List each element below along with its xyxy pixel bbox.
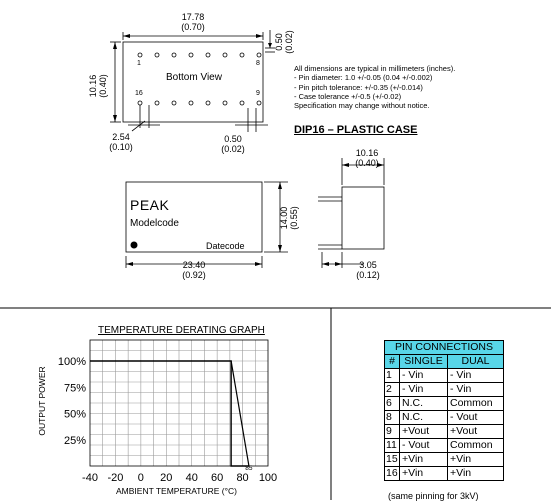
pin-13	[188, 100, 194, 106]
mechanical-drawing	[0, 30, 551, 500]
pin-table-footnote: (same pinning for 3kV)	[388, 491, 479, 501]
table-row: 9 +Vout +Vout	[384, 424, 504, 439]
pin-connections-table: PIN CONNECTIONS # SINGLE DUAL 1 - Vin - …	[384, 340, 504, 481]
pin-header-dual: DUAL	[447, 354, 504, 369]
pin-header-single: SINGLE	[399, 354, 448, 369]
pin-1-marker-dot	[130, 241, 138, 249]
table-row: 2 - Vin - Vin	[384, 382, 504, 397]
pin-width-label: 0.50 (0.02)	[221, 134, 245, 154]
pin-5	[205, 52, 211, 58]
pin-10	[239, 100, 245, 106]
width-dimension-label: 17.78 (0.70)	[181, 12, 205, 32]
x-tick-label: 100	[259, 472, 277, 484]
pin-2	[154, 52, 160, 58]
pitch-dimension-label: 2.54 (0.10)	[109, 132, 133, 152]
pin-label-16: 16	[135, 90, 143, 97]
pin-length-label: 3.05 (0.12)	[356, 260, 380, 280]
marker-label-85: 85	[245, 465, 253, 472]
bottom-view-outline	[122, 41, 264, 123]
pin-label-9: 9	[256, 90, 260, 97]
length-dimension-label: 23.40 (0.92)	[182, 260, 206, 280]
pin-header-num: #	[384, 354, 400, 369]
table-row: 6 N.C. Common	[384, 396, 504, 411]
datecode-label: Datecode	[206, 241, 245, 251]
side-view-outline	[341, 186, 385, 250]
pin-7	[239, 52, 245, 58]
series-line	[90, 360, 249, 467]
brand-logo: PEAK	[130, 197, 170, 213]
x-tick-label: -40	[82, 472, 98, 484]
chart-xlabel: AMBIENT TEMPERATURE (°C)	[116, 486, 237, 496]
x-tick-label: 0	[138, 472, 144, 484]
x-tick-label: 80	[236, 472, 248, 484]
top-view-outline	[125, 181, 263, 253]
model-code-label: Modelcode	[130, 218, 179, 229]
y-tick-label: 75%	[64, 382, 86, 394]
y-tick-label: 100%	[58, 356, 86, 368]
pin-16	[137, 100, 143, 106]
pin-15	[154, 100, 160, 106]
bottom-view-label: Bottom View	[166, 72, 222, 83]
pin-8	[256, 52, 262, 58]
table-row: 1 - Vin - Vin	[384, 368, 504, 383]
spec-notes: All dimensions are typical in millimeter…	[294, 64, 456, 111]
chart-title: TEMPERATURE DERATING GRAPH	[98, 325, 265, 336]
plot-frame	[89, 339, 269, 467]
table-row: 16 +Vin +Vin	[384, 466, 504, 481]
x-tick-label: 60	[211, 472, 223, 484]
x-tick-label: 20	[160, 472, 172, 484]
pin-11	[222, 100, 228, 106]
y-tick-label: 50%	[64, 409, 86, 421]
y-tick-label: 25%	[64, 435, 86, 447]
table-row: 11 - Vout Common	[384, 438, 504, 453]
pin-12	[205, 100, 211, 106]
pin-4	[188, 52, 194, 58]
case-title: DIP16 – PLASTIC CASE	[294, 124, 418, 136]
x-tick-label: -20	[107, 472, 123, 484]
table-row: 15 +Vin +Vin	[384, 452, 504, 467]
pin-label-1: 1	[137, 60, 141, 67]
pin-label-8: 8	[256, 60, 260, 67]
pin-6	[222, 52, 228, 58]
derating-line	[230, 360, 250, 467]
table-row: 8 N.C. - Vout	[384, 410, 504, 425]
pin-table-title: PIN CONNECTIONS	[384, 340, 504, 355]
x-tick-label: 40	[186, 472, 198, 484]
pin-14	[171, 100, 177, 106]
pin-1	[137, 52, 143, 58]
side-width-label: 10.16 (0.40)	[355, 148, 379, 168]
pin-3	[171, 52, 177, 58]
pin-9	[256, 100, 262, 106]
